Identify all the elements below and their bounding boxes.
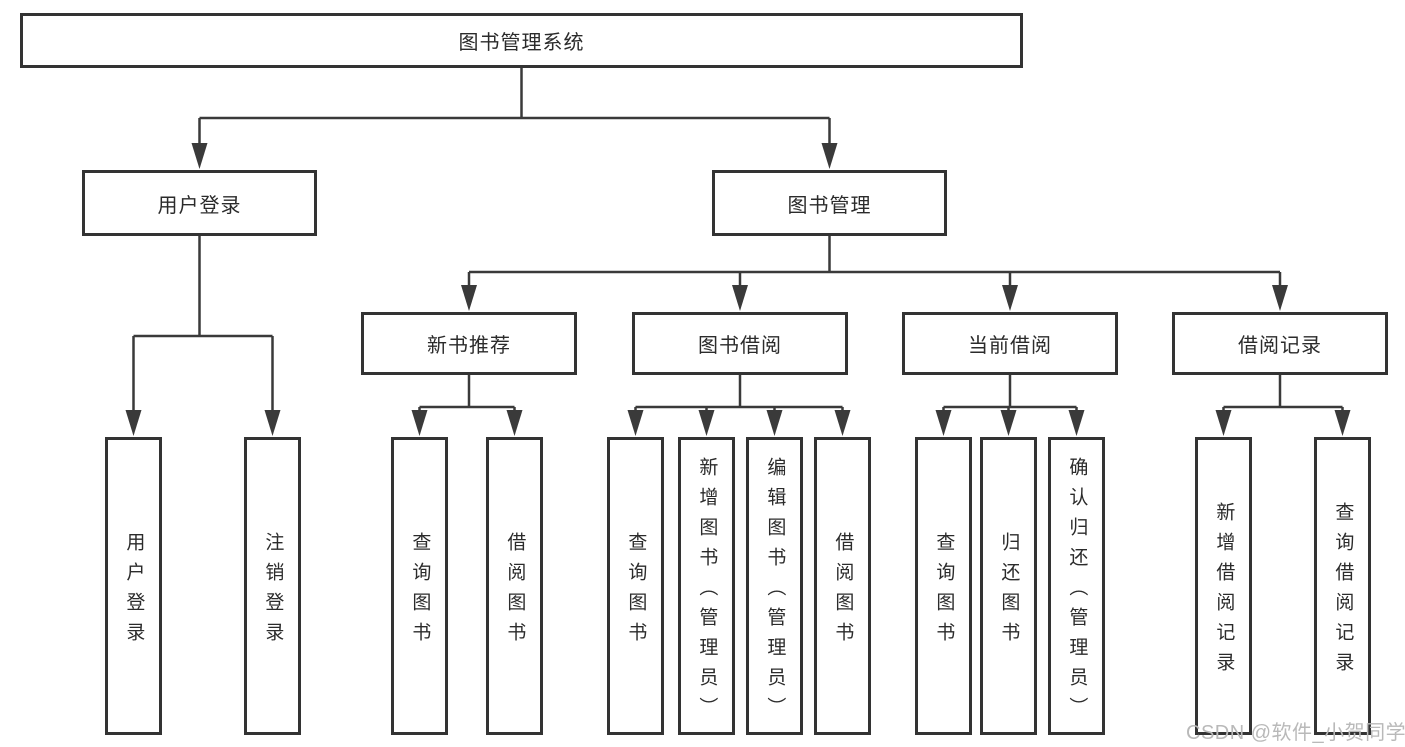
arrowheads	[125, 143, 1351, 436]
node-root: 图书管理系统	[20, 13, 1023, 68]
leaf-newbook-query-books-label: 查询图书	[409, 531, 431, 652]
node-current-borrow-label: 当前借阅	[968, 335, 1052, 357]
leaf-newbook-query-books: 查询图书	[391, 437, 448, 735]
leaf-records-add-record-label: 新增借阅记录	[1213, 501, 1235, 682]
leaf-current-query-books-label: 查询图书	[933, 531, 955, 652]
node-borrow-records-label: 借阅记录	[1238, 335, 1322, 357]
leaf-borrow-borrow-books: 借阅图书	[814, 437, 871, 735]
node-new-book-recommend: 新书推荐	[361, 312, 577, 375]
node-book-management-label: 图书管理	[787, 194, 872, 217]
leaf-borrow-query-books-label: 查询图书	[625, 531, 647, 652]
leaf-user-login-label: 用户登录	[123, 531, 145, 652]
node-user-login-group: 用户登录	[82, 170, 317, 236]
leaf-newbook-borrow-books: 借阅图书	[486, 437, 543, 735]
node-borrow-records: 借阅记录	[1172, 312, 1388, 375]
leaf-borrow-query-books: 查询图书	[607, 437, 664, 735]
watermark: CSDN @软件_小贺同学	[1186, 722, 1405, 744]
leaf-logout-label: 注销登录	[262, 531, 284, 652]
node-new-book-recommend-label: 新书推荐	[427, 335, 511, 357]
leaf-borrow-edit-books-admin: 编辑图书（管理员）	[746, 437, 803, 735]
node-book-borrow-label: 图书借阅	[698, 335, 782, 357]
leaf-current-query-books: 查询图书	[915, 437, 972, 735]
leaf-current-confirm-return-admin: 确认归还（管理员）	[1048, 437, 1105, 735]
leaf-current-return-books-label: 归还图书	[998, 531, 1020, 652]
leaf-records-query-record: 查询借阅记录	[1314, 437, 1371, 735]
node-root-label: 图书管理系统	[458, 32, 585, 54]
leaf-current-return-books: 归还图书	[980, 437, 1037, 735]
node-user-login-group-label: 用户登录	[157, 194, 242, 217]
leaf-logout: 注销登录	[244, 437, 301, 735]
leaf-borrow-add-books-admin-label: 新增图书（管理员）	[696, 456, 718, 727]
leaf-newbook-borrow-books-label: 借阅图书	[504, 531, 526, 652]
leaf-borrow-borrow-books-label: 借阅图书	[832, 531, 854, 652]
leaf-borrow-edit-books-admin-label: 编辑图书（管理员）	[764, 456, 786, 727]
leaf-borrow-add-books-admin: 新增图书（管理员）	[678, 437, 735, 735]
node-current-borrow: 当前借阅	[902, 312, 1118, 375]
leaf-current-confirm-return-admin-label: 确认归还（管理员）	[1066, 456, 1088, 727]
leaf-records-add-record: 新增借阅记录	[1195, 437, 1252, 735]
node-book-borrow: 图书借阅	[632, 312, 848, 375]
leaf-user-login: 用户登录	[105, 437, 162, 735]
node-book-management: 图书管理	[712, 170, 947, 236]
leaf-records-query-record-label: 查询借阅记录	[1332, 501, 1354, 682]
